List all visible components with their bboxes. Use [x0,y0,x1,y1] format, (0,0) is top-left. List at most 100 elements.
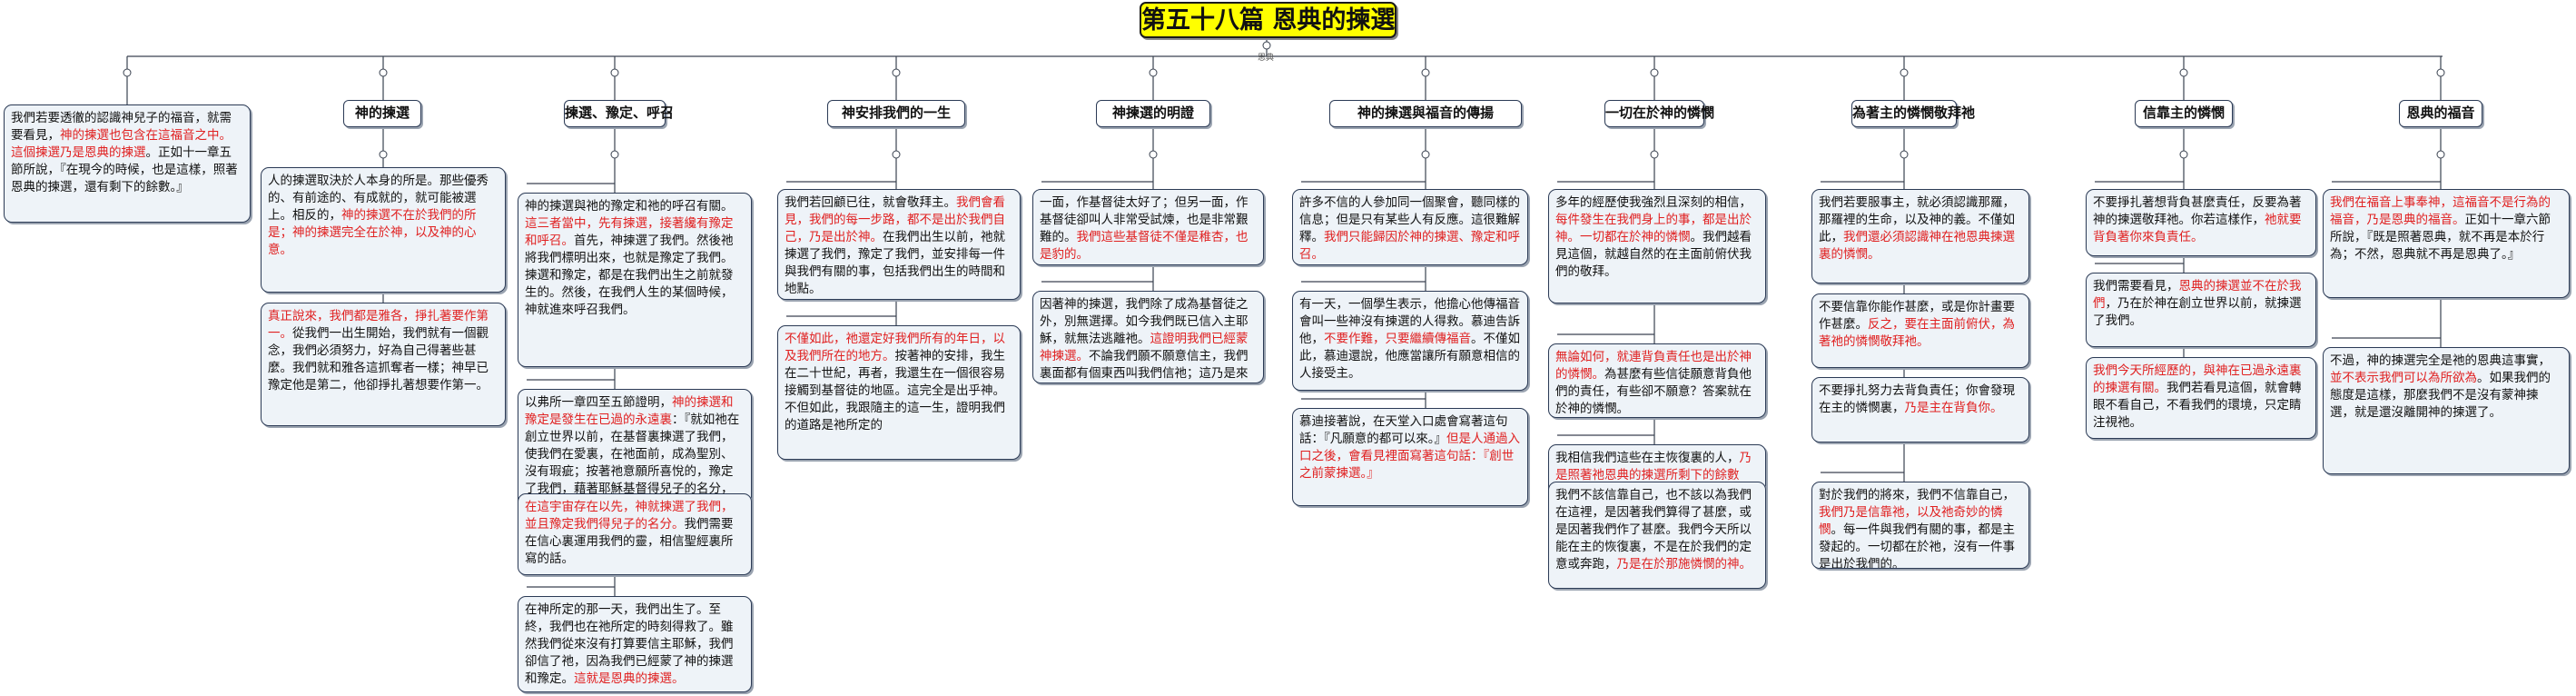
node-text-run: 我們只能歸因於神的揀選、豫定和呼召。 [1299,230,1520,262]
node-text-run: 我們不該信靠自己，也不該以為我們在這裡，是因著我們算得了甚麼，或是因著我們作了甚… [1555,488,1752,572]
content-node[interactable]: 不僅如此，祂還定好我們所有的年日，以及我們所在的地方。按著神的安排，我生在二十世… [777,325,1021,460]
heading-3[interactable]: 神安排我們的一生 [827,100,965,127]
node-text-run: 我相信我們這些在主恢復裏的人， [1555,451,1740,465]
content-node[interactable]: 不要掙扎努力去背負責任；你會發現在主的憐憫裏，乃是主在背負你。 [1811,377,2029,442]
node-text-run: 人的揀選取決於人本身的所是。那些優秀的、有前途的、有成就的，就可能被選上。相反的… [268,174,489,223]
node-text-run: 我們若回顧已往，就會敬拜主。 [785,195,956,210]
node-text-run: 我們這些基督徒不僅是稚杏，也是豹的。 [1040,230,1249,262]
node-text-run: 首先，神揀選了我們。然後祂將我們標明出來，也就是豫定了我們。揀選和豫定，都是在我… [525,234,734,317]
content-node[interactable]: 我們需要看見，恩典的揀選並不在於我們，乃在於神在創立世界以前，就揀選了我們。 [2086,273,2316,347]
content-node[interactable]: 對於我們的將來，我們不信靠自己， 我們乃是信靠祂，以及祂奇妙的憐憫。每一件與我們有… [1811,482,2029,569]
heading-7[interactable]: 為著主的憐憫敬拜祂 [1851,100,1975,127]
collapse-toggle-icon [1900,150,1909,159]
root-tag: 恩典 [1258,54,1275,63]
node-text-run: 並不表示我們可以為所欲為 [2330,371,2477,385]
node-text-run: 以弗所一章四至五節證明， [525,395,672,410]
node-text-run: 有一天，一個學生表示，他擔心他傳福音會叫一些神沒有揀選的人得救。慕迪告訴他， [1299,297,1520,346]
node-text-run: 祂就要背負著你來負責任。 [2093,213,2302,244]
content-node[interactable]: 無論如何，就連背負責任也是出於神的憐憫。為甚麼有些信徒願意背負他們的責任，有些卻… [1548,343,1766,418]
node-text-run: 乃是主在背負你。 [1904,401,2003,415]
content-node[interactable]: 不要掙扎著想背負甚麼責任，反要為著神的揀選敬拜祂。你若這樣作，祂就要背負著你來負… [2086,189,2316,256]
heading-8[interactable]: 信靠主的憐憫 [2135,100,2233,127]
collapse-toggle-icon [379,150,388,159]
collapse-toggle-icon [610,68,619,77]
node-text-run: 我們若要透徹的認識神兒子的福音，就需要看見， [11,111,232,143]
content-node[interactable]: 不過，神的揀選完全是祂的恩典這事實， 並不表示我們可以為所欲為。如果我們的態度是這… [2323,347,2570,474]
node-text-run: 在這宇宙存在以先，神就揀選了我們，並且豫定我們得兒子的名分。 [525,500,734,532]
content-node[interactable]: 不要信靠你能作甚麼，或是你計畫要作甚麼。反之，要在主面前俯伏，為著祂的憐憫敬拜祂… [1811,293,2029,368]
page-title[interactable]: 第五十八篇 恩典的揀選 [1140,2,1397,38]
node-text-run: 不要作難，只要繼續傳福音 [1324,332,1471,346]
node-text-run: 正如十一章六節所說，『既是照著恩典，就不再是本於行為；不然，恩典就不再是恩典了。… [2330,213,2551,262]
node-text-run: 這就是恩典的揀選。 [574,671,685,686]
collapse-toggle-icon [2179,150,2188,159]
content-node[interactable]: 我們在福音上事奉神，這福音不是行為的福音，乃是恩典的福音。正如十一章六節所說，『… [2323,189,2570,298]
collapse-toggle-icon [1421,68,1430,77]
node-text-run: 我們若要服事主，就必須認識那羅，那羅裡的生命，以及神的義。不僅如此， [1819,195,2015,244]
node-text-run: 我們會看見，我們的每一步路，都不是出於我們自己，乃是出於神。 [785,195,1005,244]
node-text-run: 反之，要在主面前俯伏，為著祂的憐憫敬拜祂。 [1819,317,2015,349]
collapse-toggle-icon [610,150,619,159]
content-node[interactable]: 神的揀選與祂的豫定和祂的呼召有關。這三者當中，先有揀選，接著纔有豫定和呼召。首先… [518,193,752,367]
node-text-run: 一面，作基督徒太好了；但另一面，作基督徒卻叫人非常受試煉，也是非常艱難的。 [1040,195,1249,244]
heading-9[interactable]: 恩典的福音 [2399,100,2482,127]
content-node[interactable]: 一面，作基督徒太好了；但另一面，作基督徒卻叫人非常受試煉，也是非常艱難的。我們這… [1032,189,1264,265]
node-text-run: 慕迪接著說，在天堂入口處會寫著這句話：『凡願意的都可以來。』 [1299,414,1508,446]
content-node[interactable]: 慕迪接著說，在天堂入口處會寫著這句話：『凡願意的都可以來。』但是人通過入口之後，… [1292,408,1528,506]
node-text-run: 不僅如此，祂還定好我們所有的年日，以及我們所在的地方。 [785,332,1005,363]
node-text-run: 但是人通過入口之後，會看見裡面寫著這句話：『創世之前蒙揀選。』 [1299,432,1520,481]
node-text-run: 神的揀選與祂的豫定和祂的呼召有關。 [525,199,734,214]
node-text-run: 許多不信的人參加同一個聚會，聽同樣的信息；但是只有某些人有反應。這很難解釋。 [1299,195,1520,244]
content-node[interactable]: 我們若回顧已往，就會敬拜主。我們會看見，我們的每一步路，都不是出於我們自己，乃是… [777,189,1021,300]
node-text-run: 真正說來，我們都是雅各，掙扎著要作第一。 [268,309,489,341]
node-text-run: 我們需要看見， [2093,279,2179,293]
collapse-toggle-icon [379,68,388,77]
node-text-run: 神的揀選也包含在這福音之中。這個揀選乃是恩典的揀選 [11,128,232,160]
collapse-toggle-icon [2179,68,2188,77]
content-node[interactable]: 許多不信的人參加同一個聚會，聽同樣的信息；但是只有某些人有反應。這很難解釋。我們… [1292,189,1528,265]
node-text-run: 。我們越看見這個，就越自然的在主面前俯伏我們的敬拜。 [1555,230,1752,279]
node-text-run: 。如果我們的態度是這樣，那麼我們不是沒有蒙神揀選，就是還沒離開神的揀選了。 [2330,371,2551,420]
node-text-run: 對於我們的將來，我們不信靠自己， [1819,488,2015,502]
node-text-run: 無論如何，就連背負責任也是出於神的憐憫。 [1555,350,1752,382]
node-text-run: ，乃在於神在創立世界以前，就揀選了我們。 [2093,296,2302,328]
content-node[interactable]: 我們若要服事主，就必須認識那羅，那羅裡的生命，以及神的義。不僅如此，我們還必須認… [1811,189,2029,283]
content-node[interactable]: 多年的經歷使我強烈且深刻的相信， 每件發生在我們身上的事，都是出於神。一切都在於神… [1548,189,1766,303]
content-node[interactable]: 我們今天所經歷的，與神在已過永遠裏的揀選有關。我們若看見這個，就會轉眼不看自己，… [2086,357,2316,439]
node-text-run: 乃是在於那施憐憫的神。 [1616,557,1752,572]
node-text-run: 從我們一出生開始，我們就有一個觀念，我們必須努力，好為自己得著些甚麼。我們就和雅… [268,326,489,393]
node-text-run: 。每一件與我們有關的事，都是主發起的。一切都在於祂，沒有一件事是出於我們的。 [1819,522,2015,569]
content-node[interactable]: 真正說來，我們都是雅各，掙扎著要作第一。從我們一出生開始，我們就有一個觀念，我們… [261,303,506,426]
node-text-run: 我們需要在信心裏運用我們的靈，相信聖經裏所寫的話。 [525,517,734,566]
node-text-run: 按著神的安排，我生在二十世紀，再者，我還生在一個很容易接觸到基督徒的地區。這完全… [785,349,1005,433]
collapse-toggle-icon [892,150,901,159]
node-text-run: 我們今天所經歷的，與神在已過永遠裏的揀選有關。 [2093,363,2302,395]
node-text-run: 。正如十一章五節所說，『在現今的時候，也是這樣，照著恩典的揀選，還有剩下的餘數。… [11,145,238,194]
node-text-run: 不論我們願不願意信主，我們裏面都有個東西叫我們信祂；這乃是來自恩典的揀選。 [1040,349,1249,381]
collapse-toggle-icon [1149,68,1158,77]
content-node[interactable]: 有一天，一個學生表示，他擔心他傳福音會叫一些神沒有揀選的人得救。慕迪告訴他，不要… [1292,291,1528,391]
collapse-toggle-icon [1650,150,1659,159]
node-text-run: 神的揀選和豫定是發生在已過的永遠裏 [525,395,734,427]
content-node[interactable]: 我們不該信靠自己，也不該以為我們在這裡，是因著我們算得了甚麼，或是因著我們作了甚… [1548,482,1766,589]
content-node[interactable]: 在神所定的那一天，我們出生了。至終，我們也在祂所定的時刻得救了。雖然我們從來沒有… [518,596,752,692]
heading-2[interactable]: 揀選、豫定、呼召 [564,100,674,127]
node-text-run: 恩典的揀選並不在於我們 [2093,279,2302,311]
intro-node[interactable]: 我們若要透徹的認識神兒子的福音，就需要看見，神的揀選也包含在這福音之中。這個揀選… [4,104,251,223]
heading-1[interactable]: 神的揀選 [343,100,421,127]
collapse-toggle-icon [123,68,132,77]
heading-5[interactable]: 神的揀選與福音的傳揚 [1329,100,1522,127]
node-text-run: 神的揀選不在於我們的所是；神的揀選完全在於神，以及神的心意。 [268,208,477,257]
node-text-run: 為甚麼有些信徒願意背負他們的責任，有些卻不願意？答案就在於神的憐憫。 [1555,367,1752,416]
node-text-run: 不要掙扎著想背負甚麼責任，反要為著神的揀選敬拜祂。你若這樣作， [2093,195,2302,227]
heading-6[interactable]: 一切在於神的憐憫 [1604,100,1714,127]
content-node[interactable]: 在這宇宙存在以先，神就揀選了我們，並且豫定我們得兒子的名分。我們需要在信心裏運用… [518,493,752,575]
node-text-run: 在神所定的那一天，我們出生了。至終，我們也在祂所定的時刻得救了。雖然我們從來沒有… [525,602,734,686]
content-node[interactable]: 人的揀選取決於人本身的所是。那些優秀的、有前途的、有成就的，就可能被選上。相反的… [261,167,506,293]
node-text-run: 我們乃是信靠祂，以及祂奇妙的憐憫 [1819,505,2003,537]
node-text-run: 多年的經歷使我強烈且深刻的相信， [1555,195,1752,210]
heading-4[interactable]: 神揀選的明證 [1096,100,1210,127]
node-text-run: 每件發生在我們身上的事，都是出於神。一切都在於神的憐憫 [1555,213,1752,244]
content-node[interactable]: 因著神的揀選，我們除了成為基督徒之外，別無選擇。如今我們既已信入主耶穌，就無法逃… [1032,291,1264,383]
node-text-run: 不過，神的揀選完全是祂的恩典這事實， [2330,353,2551,368]
